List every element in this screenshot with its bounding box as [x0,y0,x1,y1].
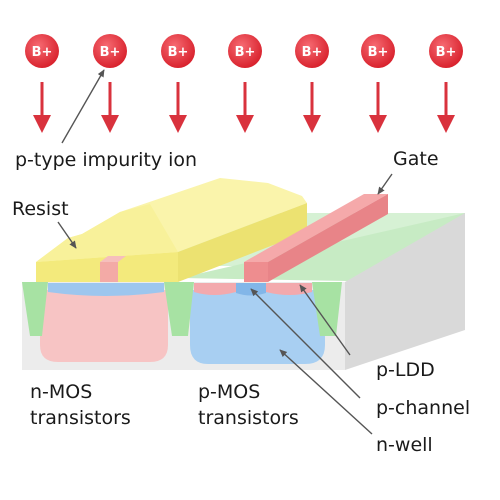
ion-5: B+ [295,34,329,133]
isolation-left [22,282,48,336]
p-ldd-left [194,283,236,295]
wafer-side-face [345,213,465,370]
p-well-region [40,290,168,362]
pmos-label-line2: transistors [198,407,299,429]
ion-7: B+ [429,34,463,133]
ion-label: B+ [100,45,121,60]
ion-row: B+ B+ B+ B+ B+ B+ B+ [25,34,463,133]
pmos-label-line1: p-MOS [198,381,260,403]
leader-lines [57,69,393,435]
ion-label: B+ [368,45,389,60]
ion-6: B+ [361,34,395,133]
impurity-ion-label: p-type impurity ion [15,149,197,171]
labels: p-type impurity ion Gate Resist n-MOS tr… [12,148,470,456]
nmos-label-line1: n-MOS [30,381,92,403]
gate-block [244,194,388,282]
ion-1: B+ [25,34,59,133]
gate-label: Gate [393,148,439,170]
n-well-label: n-well [376,434,433,456]
ion-2: B+ [93,34,127,133]
resist-label: Resist [12,198,69,220]
ion-4: B+ [228,34,262,133]
ion-label: B+ [436,45,457,60]
isolation-middle [164,282,194,336]
isolation-right [312,282,342,336]
ion-label: B+ [235,45,256,60]
p-ldd-label: p-LDD [376,359,435,381]
ion-3: B+ [161,34,195,133]
ion-label: B+ [168,45,189,60]
p-channel-label: p-channel [376,397,470,419]
n-well-region [190,290,325,364]
nmos-label-line2: transistors [30,407,131,429]
ion-label: B+ [302,45,323,60]
ion-label: B+ [32,45,53,60]
